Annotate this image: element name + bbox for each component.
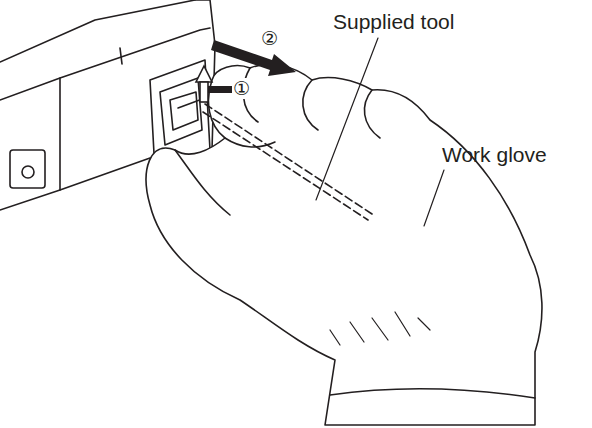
part-label: Work glove — [442, 143, 547, 166]
callout-number: ① — [232, 78, 251, 99]
part-label: Supplied tool — [333, 10, 454, 33]
callout-number: ② — [260, 28, 279, 49]
